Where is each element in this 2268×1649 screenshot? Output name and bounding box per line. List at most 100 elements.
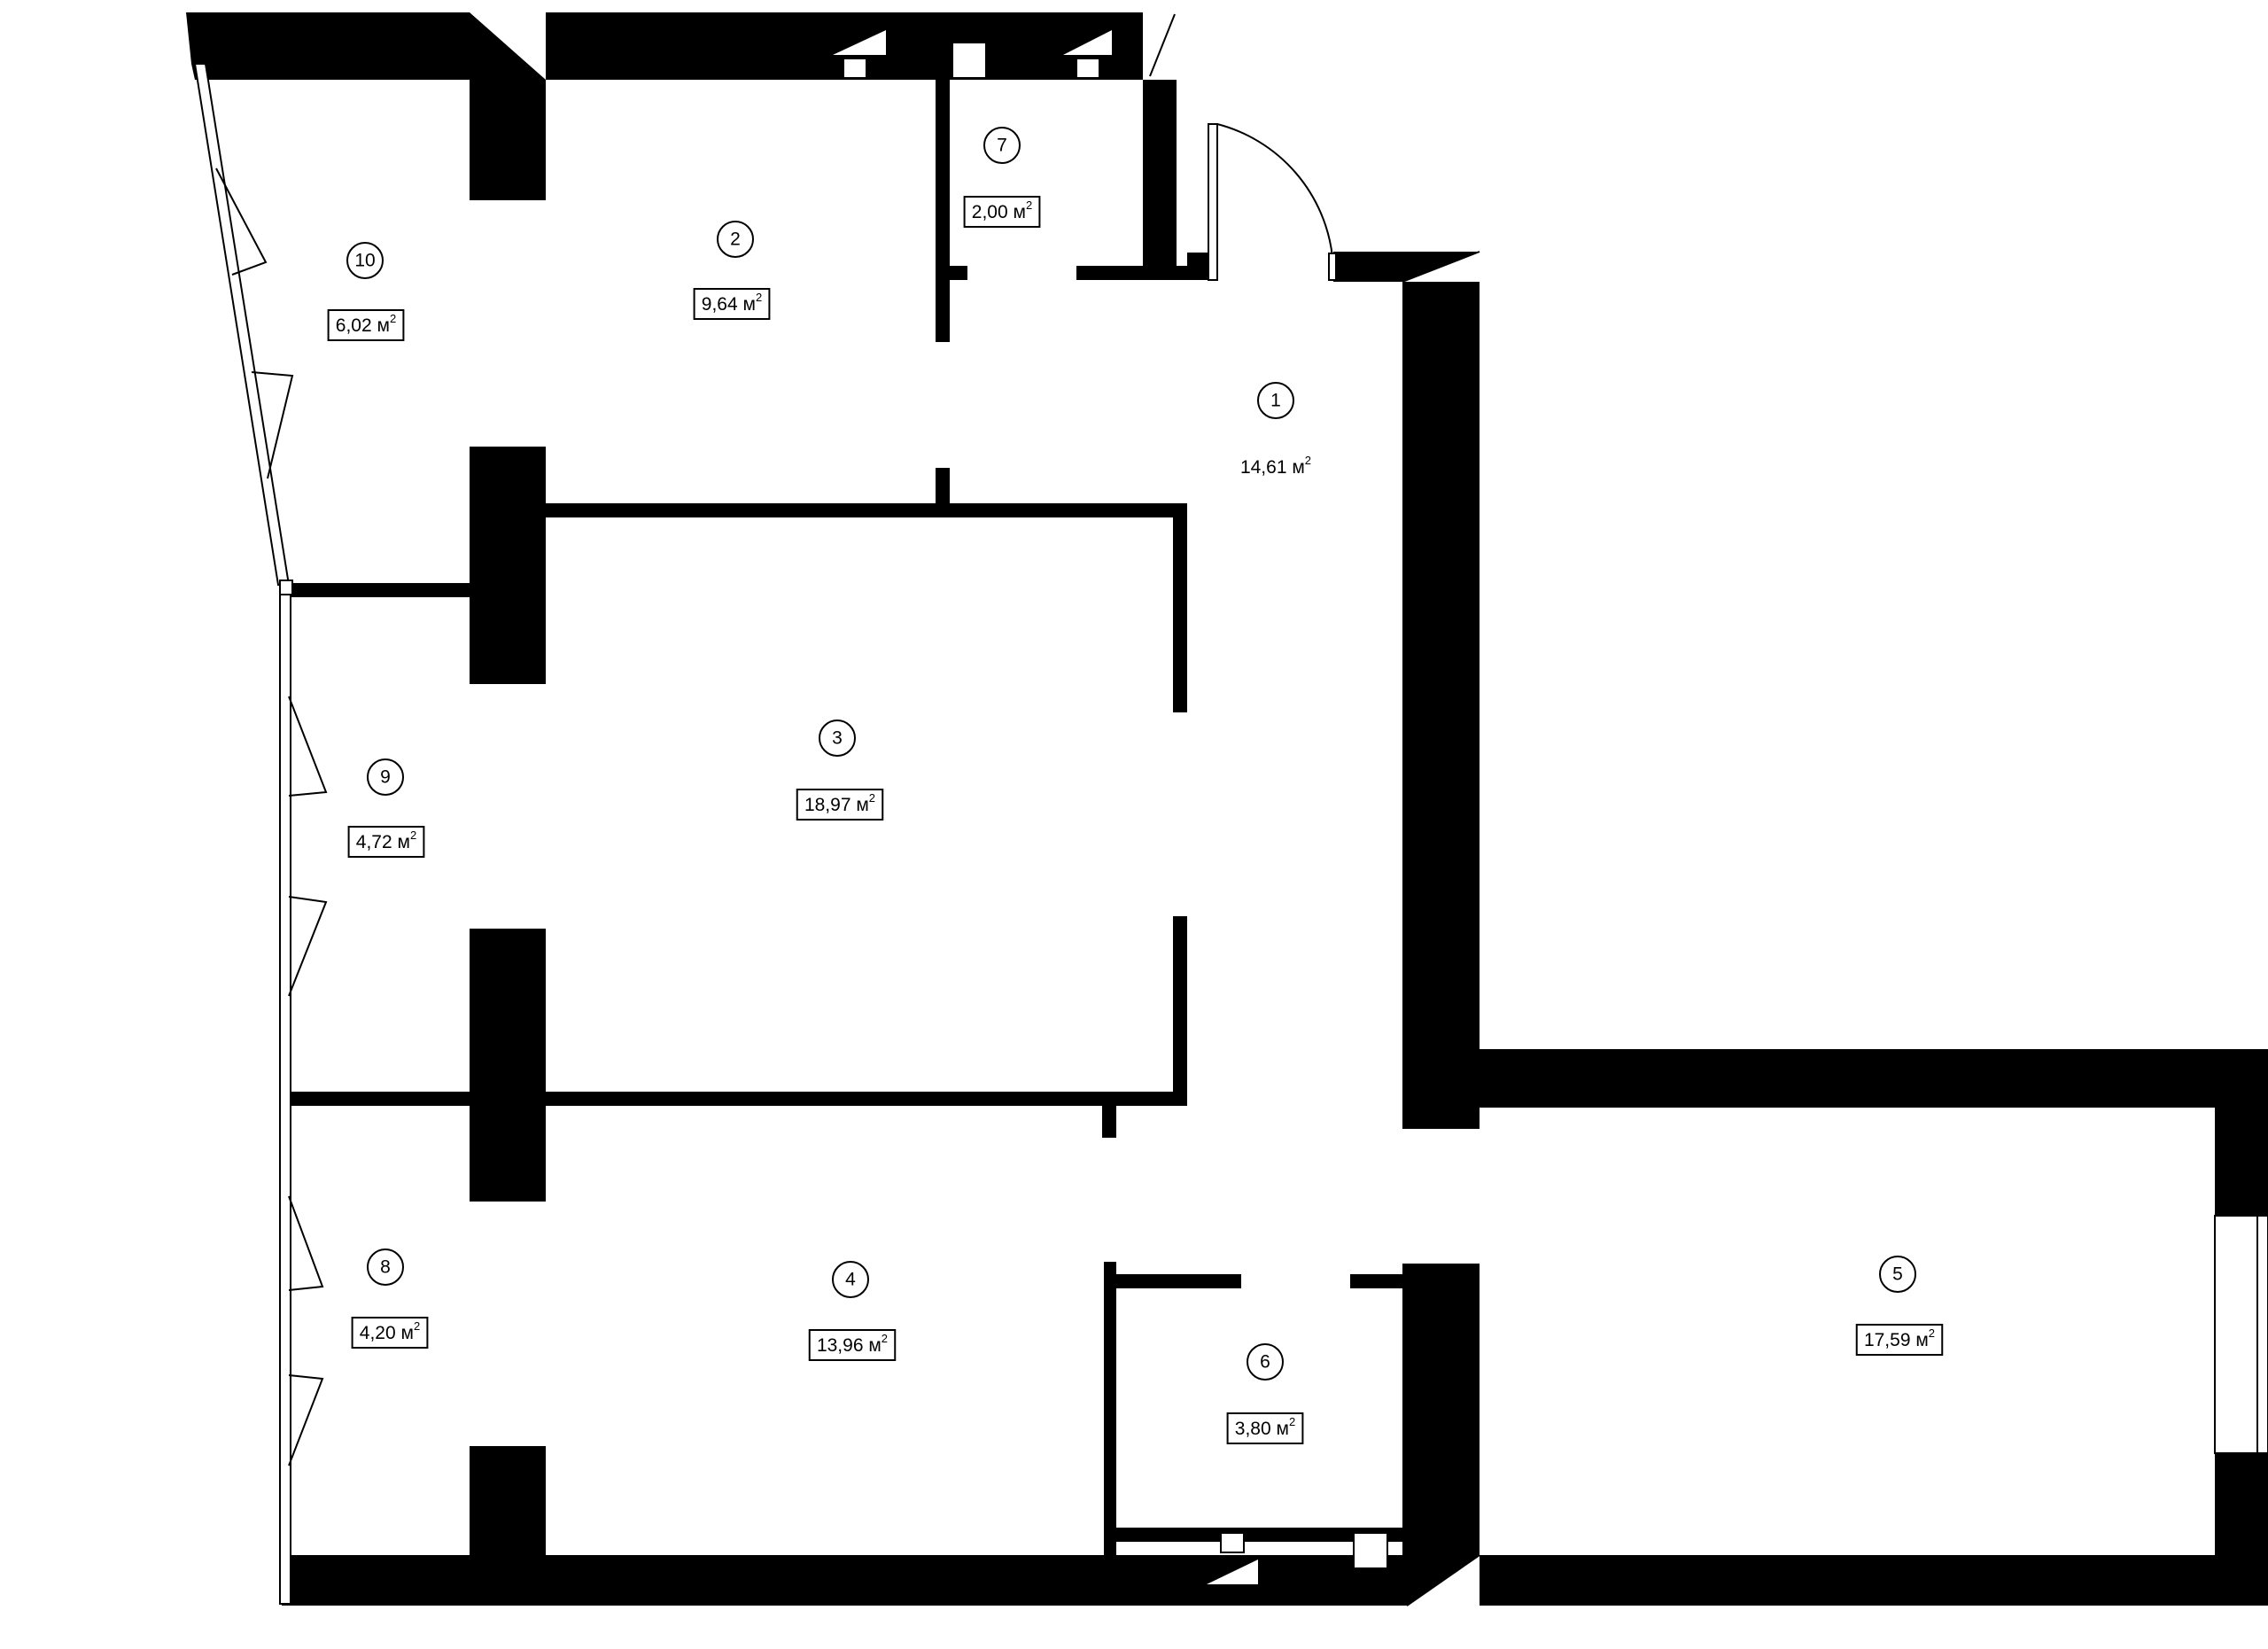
room-number-circle: [1247, 1343, 1284, 1381]
room-number-circle: [819, 719, 856, 757]
vent-shaft: [1354, 1533, 1387, 1568]
room-area-label: 18,97 м2: [804, 791, 875, 815]
room-area-unit-sup: 2: [1026, 198, 1032, 212]
room-area-label: 4,20 м2: [360, 1319, 420, 1343]
balcony-door-swing: [288, 696, 328, 797]
wall-chamfer: [470, 12, 546, 80]
wall-door-jamb: [1187, 253, 1211, 280]
wall-column: [470, 929, 546, 1202]
room-area-unit-sup: 2: [1305, 454, 1311, 467]
room-number-circle: [367, 1248, 404, 1286]
vent-shaft: [1076, 58, 1099, 78]
room-area-label: 2,00 м2: [972, 198, 1032, 222]
room-area-unit-sup: 2: [410, 828, 416, 842]
balcony-door-swing: [215, 167, 268, 276]
wall-chamfer-line: [2214, 1452, 2242, 1472]
wall-room6-bottom: [1104, 1528, 1407, 1542]
vent-shaft: [951, 42, 987, 79]
room-number: 4: [845, 1270, 856, 1290]
vent-shaft: [843, 58, 867, 79]
room-area-unit-sup: 2: [882, 1332, 888, 1345]
area-box: [347, 826, 425, 858]
doors: [215, 123, 1337, 1466]
wall-room7-right: [1143, 80, 1177, 268]
vent-shaft: [1220, 1532, 1245, 1553]
window-glazing: [193, 63, 291, 586]
vent-shaft: [1207, 1560, 1258, 1584]
room-number: 7: [997, 136, 1007, 156]
room-area-value: 14,61: [1240, 457, 1287, 478]
wall-partition-7-stub: [950, 266, 967, 280]
room-area-unit-sup: 2: [390, 312, 396, 325]
room-number: 5: [1892, 1264, 1903, 1285]
wall-corridor-right: [1402, 252, 1480, 1129]
room-area-label: 17,59 м2: [1864, 1326, 1935, 1350]
wall-partition-2-7: [936, 80, 950, 342]
wall-room5-right: [2215, 1049, 2268, 1216]
room-area-unit: м: [398, 832, 410, 852]
vent-shafts: [833, 30, 1388, 1584]
room-number: 1: [1270, 391, 1281, 411]
room-number-circle: [1879, 1256, 1916, 1293]
door-jamb: [1328, 253, 1337, 281]
wall-stub: [1102, 1106, 1116, 1138]
vent-shaft: [952, 43, 986, 78]
room-area-value: 9,64: [702, 294, 738, 315]
room-area-unit: м: [1915, 1330, 1928, 1350]
room-number-circle: [832, 1261, 869, 1298]
room-area-unit-sup: 2: [414, 1319, 420, 1333]
room-number-circle: [717, 221, 754, 258]
vent-shaft: [1063, 30, 1112, 55]
room-area-unit-sup: 2: [1289, 1415, 1295, 1428]
area-box: [1855, 1324, 1944, 1356]
wall-room10-bottom: [284, 583, 471, 597]
room-area-unit: м: [1014, 202, 1026, 222]
wall-room6-left: [1104, 1262, 1116, 1567]
room-area-label: 13,96 м2: [817, 1332, 888, 1356]
room-number: 9: [380, 767, 391, 788]
room-area-unit: м: [743, 294, 756, 315]
room-number: 6: [1260, 1352, 1270, 1373]
room-area-unit: м: [1292, 457, 1304, 478]
wall-room3-right-upper: [1173, 503, 1187, 712]
room-area-value: 13,96: [817, 1335, 864, 1356]
area-box: [693, 288, 771, 320]
wall-column: [470, 447, 546, 684]
room-area-label: 6,02 м2: [336, 312, 396, 336]
room-number: 2: [730, 229, 741, 250]
wall-room6-top-left: [1104, 1274, 1241, 1288]
window-frame: [2256, 1215, 2268, 1454]
wall-stub: [936, 468, 950, 503]
wall-column: [470, 80, 546, 200]
room-area-value: 18,97: [804, 795, 851, 815]
room-area-unit: м: [377, 315, 390, 336]
area-box: [796, 789, 884, 821]
area-box: [351, 1317, 429, 1349]
vent-shaft: [843, 58, 866, 78]
room-number-circle: [1257, 382, 1294, 419]
balcony-door-swing: [251, 371, 294, 479]
room-area-value: 3,80: [1235, 1419, 1271, 1439]
balcony-door-swing: [288, 896, 328, 997]
room-number-circle: [983, 127, 1021, 164]
room-area-unit: м: [1277, 1419, 1289, 1439]
room-number: 10: [354, 251, 375, 271]
room-area-value: 6,02: [336, 315, 372, 336]
balcony-door-swing: [288, 1195, 324, 1291]
room-area-label: 9,64 м2: [702, 291, 762, 315]
wall-room3-right-lower: [1173, 916, 1187, 1106]
entrance-door-swing: [1216, 123, 1333, 258]
room-area-value: 4,20: [360, 1323, 396, 1343]
wall-room6-top-right: [1350, 1274, 1407, 1288]
wall-room7-bottom: [1076, 266, 1209, 280]
room-area-value: 4,72: [356, 832, 392, 852]
room-area-value: 2,00: [972, 202, 1008, 222]
room-area-value: 17,59: [1864, 1330, 1911, 1350]
wall-chamfer-line: [2214, 1197, 2242, 1217]
vent-shaft: [1076, 58, 1100, 79]
room-area-label: 4,72 м2: [356, 828, 416, 852]
room-number-circle: [346, 242, 384, 279]
wall-chamfer-line: [1402, 251, 1480, 283]
